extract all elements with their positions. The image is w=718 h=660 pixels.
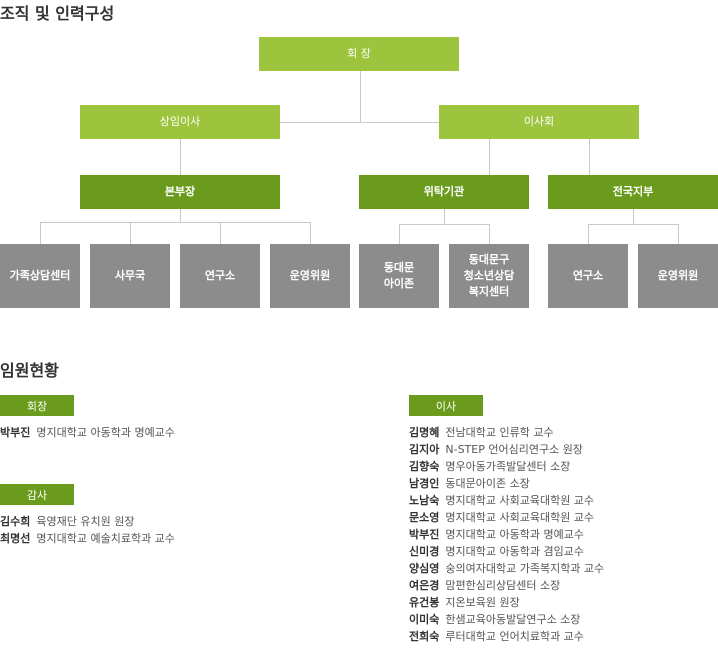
director-description: 명지대학교 사회교육대학원 교수 — [445, 494, 595, 507]
headquarters-box: 본부장 — [80, 175, 280, 209]
director-description: 한샘교육아동발달연구소 소장 — [445, 613, 581, 626]
director-name: 유건봉 — [409, 596, 440, 609]
chairman-box: 회 장 — [259, 37, 459, 71]
director-description: 맘편한심리상담센터 소장 — [445, 579, 561, 592]
director-description: N-STEP 언어심리연구소 원장 — [445, 443, 583, 456]
list-item: 김향숙 명우아동가족발달센터 소장 — [409, 458, 570, 475]
list-item: 박부진 명지대학교 아동학과 명예교수 — [409, 526, 584, 543]
org-section-title: 조직 및 인력구성 — [0, 4, 115, 23]
auditor-badge: 감사 — [0, 484, 74, 505]
unit-line: 복지센터 — [468, 285, 510, 298]
hq-unit-steering-committee: 운영위원 — [270, 244, 350, 308]
officers-section-title: 임원현황 — [0, 361, 59, 380]
directors-badge: 이사 — [409, 395, 483, 416]
director-name: 박부진 — [409, 528, 440, 541]
unit-line: 청소년상담 — [463, 269, 515, 282]
director-description: 동대문아이존 소장 — [445, 477, 530, 490]
list-item: 남경인 동대문아이존 소장 — [409, 475, 530, 492]
director-description: 명지대학교 아동학과 겸임교수 — [445, 545, 584, 558]
director-name: 김향숙 — [409, 460, 440, 473]
director-name: 남경인 — [409, 477, 440, 490]
list-item: 신미경 명지대학교 아동학과 겸임교수 — [409, 543, 584, 560]
list-item: 양심영 숭의여자대학교 가족복지학과 교수 — [409, 560, 604, 577]
branches-box: 전국지부 — [548, 175, 718, 209]
director-name: 양심영 — [409, 562, 440, 575]
list-item: 이미숙 한샘교육아동발달연구소 소장 — [409, 611, 580, 628]
unit-line: 동대문구 — [468, 253, 510, 266]
list-item: 여은경 맘편한심리상담센터 소장 — [409, 577, 560, 594]
list-item: 김지아 N-STEP 언어심리연구소 원장 — [409, 441, 583, 458]
director-description: 전남대학교 인류학 교수 — [445, 426, 554, 439]
list-item: 문소영 명지대학교 사회교육대학원 교수 — [409, 509, 594, 526]
director-description: 숭의여자대학교 가족복지학과 교수 — [445, 562, 605, 575]
director-name: 김지아 — [409, 443, 440, 456]
hq-unit-counseling-center: 가족상담센터 — [0, 244, 80, 308]
list-item: 노남숙 명지대학교 사회교육대학원 교수 — [409, 492, 594, 509]
director-description: 루터대학교 언어치료학과 교수 — [445, 630, 584, 643]
standing-director-box: 상임이사 — [80, 105, 280, 139]
unit-line: 동대문 — [383, 261, 415, 274]
commission-box: 위탁기관 — [359, 175, 529, 209]
director-description: 명우아동가족발달센터 소장 — [445, 460, 571, 473]
director-description: 명지대학교 아동학과 명예교수 — [445, 528, 584, 541]
branch-unit-research-institute: 연구소 — [548, 244, 628, 308]
director-name: 신미경 — [409, 545, 440, 558]
branch-unit-steering-committee: 운영위원 — [638, 244, 718, 308]
director-name: 여은경 — [409, 579, 440, 592]
director-name: 이미숙 — [409, 613, 440, 626]
director-description: 지온보육원 원장 — [445, 596, 520, 609]
hq-unit-secretariat: 사무국 — [90, 244, 170, 308]
director-name: 전희숙 — [409, 630, 440, 643]
list-item: 유건봉 지온보육원 원장 — [409, 594, 520, 611]
director-name: 문소영 — [409, 511, 440, 524]
list-item: 전희숙 루터대학교 언어치료학과 교수 — [409, 628, 584, 645]
commission-unit-youth-welfare-center: 동대문구 청소년상담 복지센터 — [449, 244, 529, 308]
director-name: 노남숙 — [409, 494, 440, 507]
director-name: 김명혜 — [409, 426, 440, 439]
board-box: 이사회 — [439, 105, 639, 139]
hq-unit-research-institute: 연구소 — [180, 244, 260, 308]
commission-unit-dongdaemun-izone: 동대문 아이존 — [359, 244, 439, 308]
chairman-badge: 회장 — [0, 395, 74, 416]
list-item: 김명혜 전남대학교 인류학 교수 — [409, 424, 554, 441]
unit-line: 아이존 — [383, 277, 415, 290]
director-description: 명지대학교 사회교육대학원 교수 — [445, 511, 595, 524]
